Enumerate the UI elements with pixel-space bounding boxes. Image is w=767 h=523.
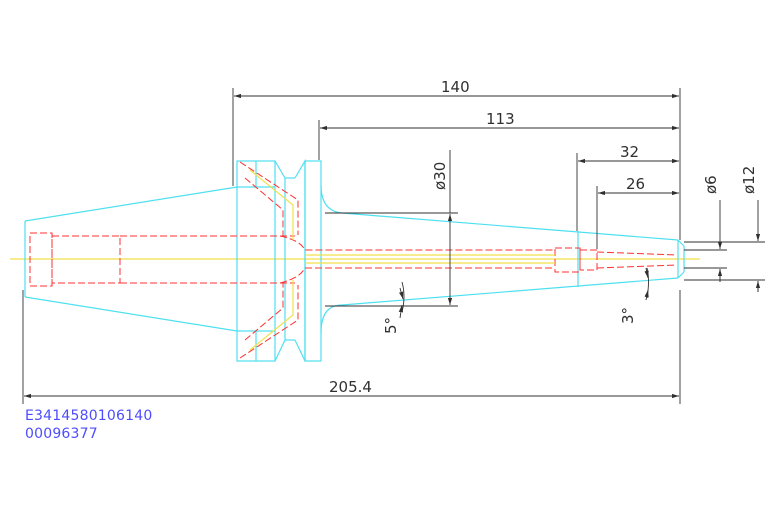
inner-profile-lines (249, 169, 555, 351)
part-number: E3414580106140 (25, 408, 153, 424)
dim-total-205: 205.4 (329, 378, 372, 396)
dimension-lines (22, 88, 765, 404)
hidden-lines (29, 161, 677, 359)
dim-diameter-12: ø12 (740, 166, 758, 194)
dim-overall-140: 140 (441, 78, 470, 96)
dim-bore-32: 32 (620, 143, 639, 161)
tool-outline (24, 158, 685, 362)
dim-angle-3: 3° (619, 307, 637, 324)
dim-angle-5: 5° (382, 317, 400, 334)
dim-inner-26: 26 (626, 175, 645, 193)
serial-number: 00096377 (25, 426, 98, 442)
dim-diameter-30: ø30 (431, 162, 449, 190)
dim-diameter-6: ø6 (702, 175, 720, 194)
dim-body-113: 113 (486, 110, 515, 128)
